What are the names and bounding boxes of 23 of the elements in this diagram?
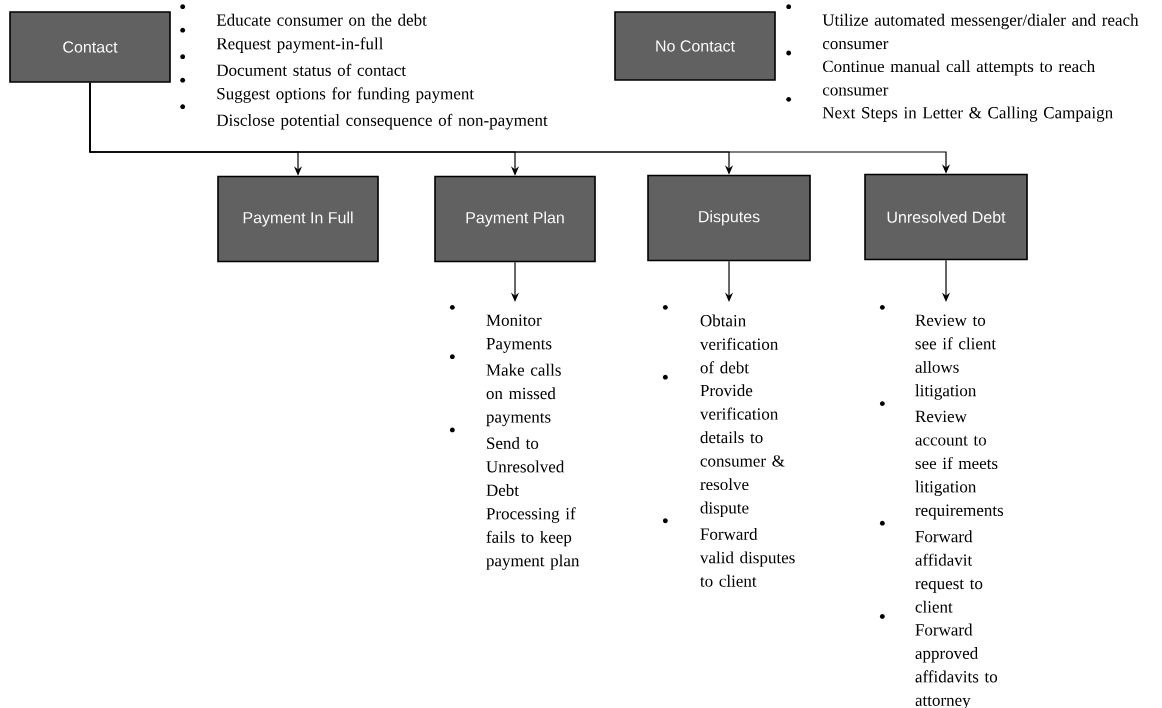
bullet-item: Continue manual call attempts to reach consumer: [786, 50, 1095, 96]
bullet-item: Review account to see if meets litigation requirements: [879, 401, 1004, 520]
bullet-item: Educate consumer on the debt: [180, 4, 427, 26]
bullet-item: Obtain verification of debt: [662, 304, 779, 374]
process-box: No Contact: [614, 11, 776, 81]
bullet-item: Request payment-in-full: [180, 27, 384, 53]
bullet-item: Forward affidavit request to client: [879, 520, 983, 613]
bullet-item: Provide verification details to consumer & resolve dispute: [662, 374, 785, 518]
process-box: Contact: [9, 11, 171, 83]
bullet-item: Monitor Payments: [449, 304, 552, 353]
process-box: Payment Plan: [434, 175, 596, 263]
process-box: Unresolved Debt: [864, 173, 1028, 261]
bullet-item: Make calls on missed payments: [449, 354, 561, 427]
bullet-item: Next Steps in Letter & Calling Campaign: [786, 96, 1113, 122]
bullet-item: Document status of contact: [180, 54, 406, 76]
bullet-item: Send to Unresolved Debt Processing if fails to keep payment plan: [449, 427, 580, 570]
bullet-item: Disclose potential consequence of non-payment: [180, 104, 548, 130]
bullet-item: Review to see if client allows litigation: [879, 304, 997, 400]
bullet-item: Forward valid disputes to client: [662, 518, 795, 587]
bullet-item: Suggest options for funding payment: [180, 77, 474, 103]
bullet-item: Utilize automated messenger/dialer and reach consumer: [786, 4, 1139, 50]
process-box: Payment In Full: [217, 175, 379, 263]
process-box: Disputes: [647, 174, 811, 262]
